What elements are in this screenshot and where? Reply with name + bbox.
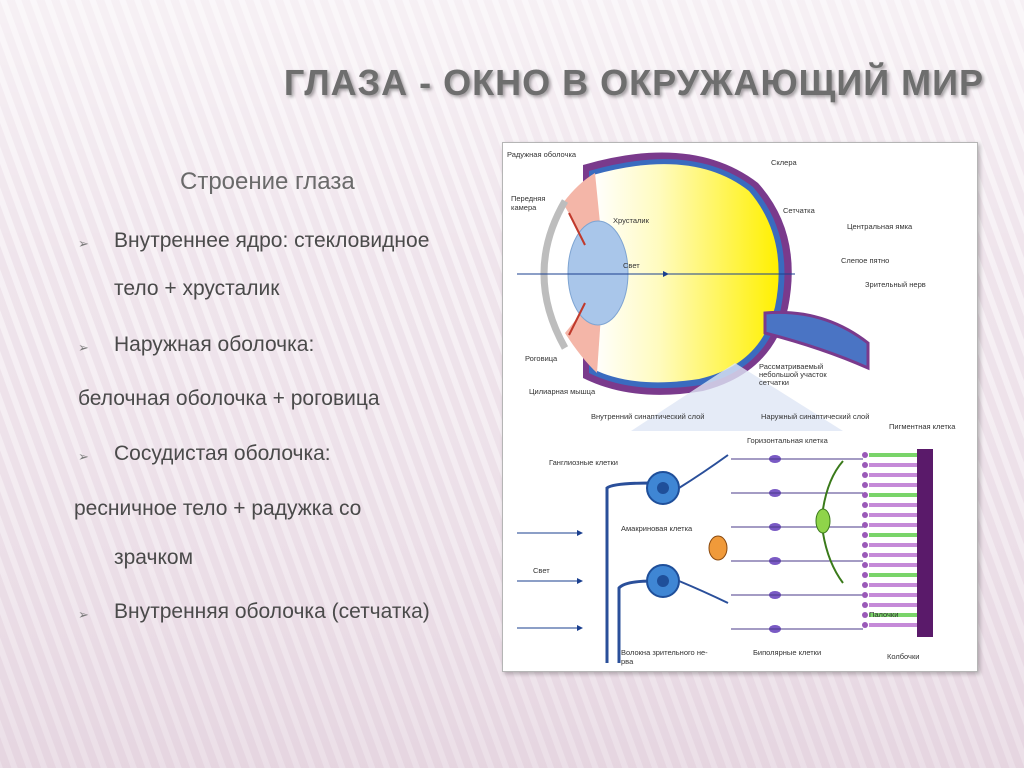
label-anterior-chamber-2: камера bbox=[511, 203, 537, 212]
rod-cell bbox=[869, 523, 917, 527]
bullet-arrow-icon: ➢ bbox=[78, 607, 89, 623]
amacrine-cell bbox=[709, 536, 727, 560]
rod-cell bbox=[869, 583, 917, 587]
list-item-text: тело + хрусталик bbox=[114, 277, 279, 301]
label-amacrine: Амакриновая клетка bbox=[621, 524, 693, 533]
bullet-arrow-icon: ➢ bbox=[78, 449, 89, 465]
rod-cell bbox=[869, 463, 917, 467]
horizontal-cell bbox=[816, 509, 830, 533]
label-rods: Палочки bbox=[869, 610, 898, 619]
label-horizontal: Горизонтальная клетка bbox=[747, 436, 829, 445]
label-blind-spot: Слепое пятно bbox=[841, 256, 889, 265]
bullet-arrow-icon: ➢ bbox=[78, 340, 89, 356]
bullet-arrow-icon: ➢ bbox=[78, 236, 89, 252]
label-fibers-1: Волокна зрительного не- bbox=[621, 648, 708, 657]
list-item-text: Наружная оболочка: bbox=[114, 333, 314, 357]
rod-cell bbox=[869, 513, 917, 517]
rod-cell bbox=[869, 483, 917, 487]
cone-cell bbox=[869, 453, 917, 457]
label-ganglion: Ганглиозные клетки bbox=[549, 458, 618, 467]
label-bipolar: Биполярные клетки bbox=[753, 648, 821, 657]
label-cones: Колбочки bbox=[887, 652, 919, 661]
lens bbox=[568, 221, 628, 325]
label-retina: Сетчатка bbox=[783, 206, 816, 215]
optic-nerve bbox=[765, 312, 868, 368]
slide-title: ГЛАЗА - ОКНО В ОКРУЖАЮЩИЙ МИР bbox=[284, 62, 984, 104]
label-light-bottom: Свет bbox=[533, 566, 550, 575]
label-light-top: Свет bbox=[623, 261, 640, 270]
list-item-text: Внутреннее ядро: стекловидное bbox=[114, 229, 429, 253]
rod-cell bbox=[869, 593, 917, 597]
label-outer-synaptic: Наружный синаптический слой bbox=[761, 412, 869, 421]
rod-cell bbox=[869, 553, 917, 557]
rod-cell bbox=[869, 603, 917, 607]
label-iris: Радужная оболочка bbox=[507, 150, 577, 159]
rod-cell bbox=[869, 623, 917, 627]
slide-subtitle: Строение глаза bbox=[180, 168, 355, 196]
label-ciliary: Цилиарная мышца bbox=[529, 387, 596, 396]
list-item-text: зрачком bbox=[114, 546, 193, 570]
label-pigment: Пигментная клетка bbox=[889, 422, 956, 431]
eye-structure-diagram: Радужная оболочка Передняя камера Хруста… bbox=[502, 142, 978, 672]
label-anterior-chamber: Передняя bbox=[511, 194, 545, 203]
label-optic-nerve: Зрительный нерв bbox=[865, 280, 926, 289]
retina-cells bbox=[517, 449, 933, 663]
label-examined-3: сетчатки bbox=[759, 378, 789, 387]
list-item-text: белочная оболочка + роговица bbox=[78, 387, 380, 411]
rod-cell bbox=[869, 503, 917, 507]
label-sclera: Склера bbox=[771, 158, 798, 167]
cone-cell bbox=[869, 533, 917, 537]
cone-cell bbox=[869, 493, 917, 497]
label-cornea: Роговица bbox=[525, 354, 558, 363]
label-inner-synaptic: Внутренний синаптический слой bbox=[591, 412, 705, 421]
label-fibers-2: рва bbox=[621, 657, 634, 666]
list-item-text: Сосудистая оболочка: bbox=[114, 442, 331, 466]
cone-cell bbox=[869, 573, 917, 577]
rod-cell bbox=[869, 473, 917, 477]
list-item-text: ресничное тело + радужка со bbox=[74, 497, 361, 521]
rod-cell bbox=[869, 543, 917, 547]
rod-cell bbox=[869, 563, 917, 567]
list-item-text: Внутренняя оболочка (сетчатка) bbox=[114, 600, 430, 624]
label-fovea: Центральная ямка bbox=[847, 222, 913, 231]
pigment-layer bbox=[917, 449, 933, 637]
label-lens: Хрусталик bbox=[613, 216, 650, 225]
